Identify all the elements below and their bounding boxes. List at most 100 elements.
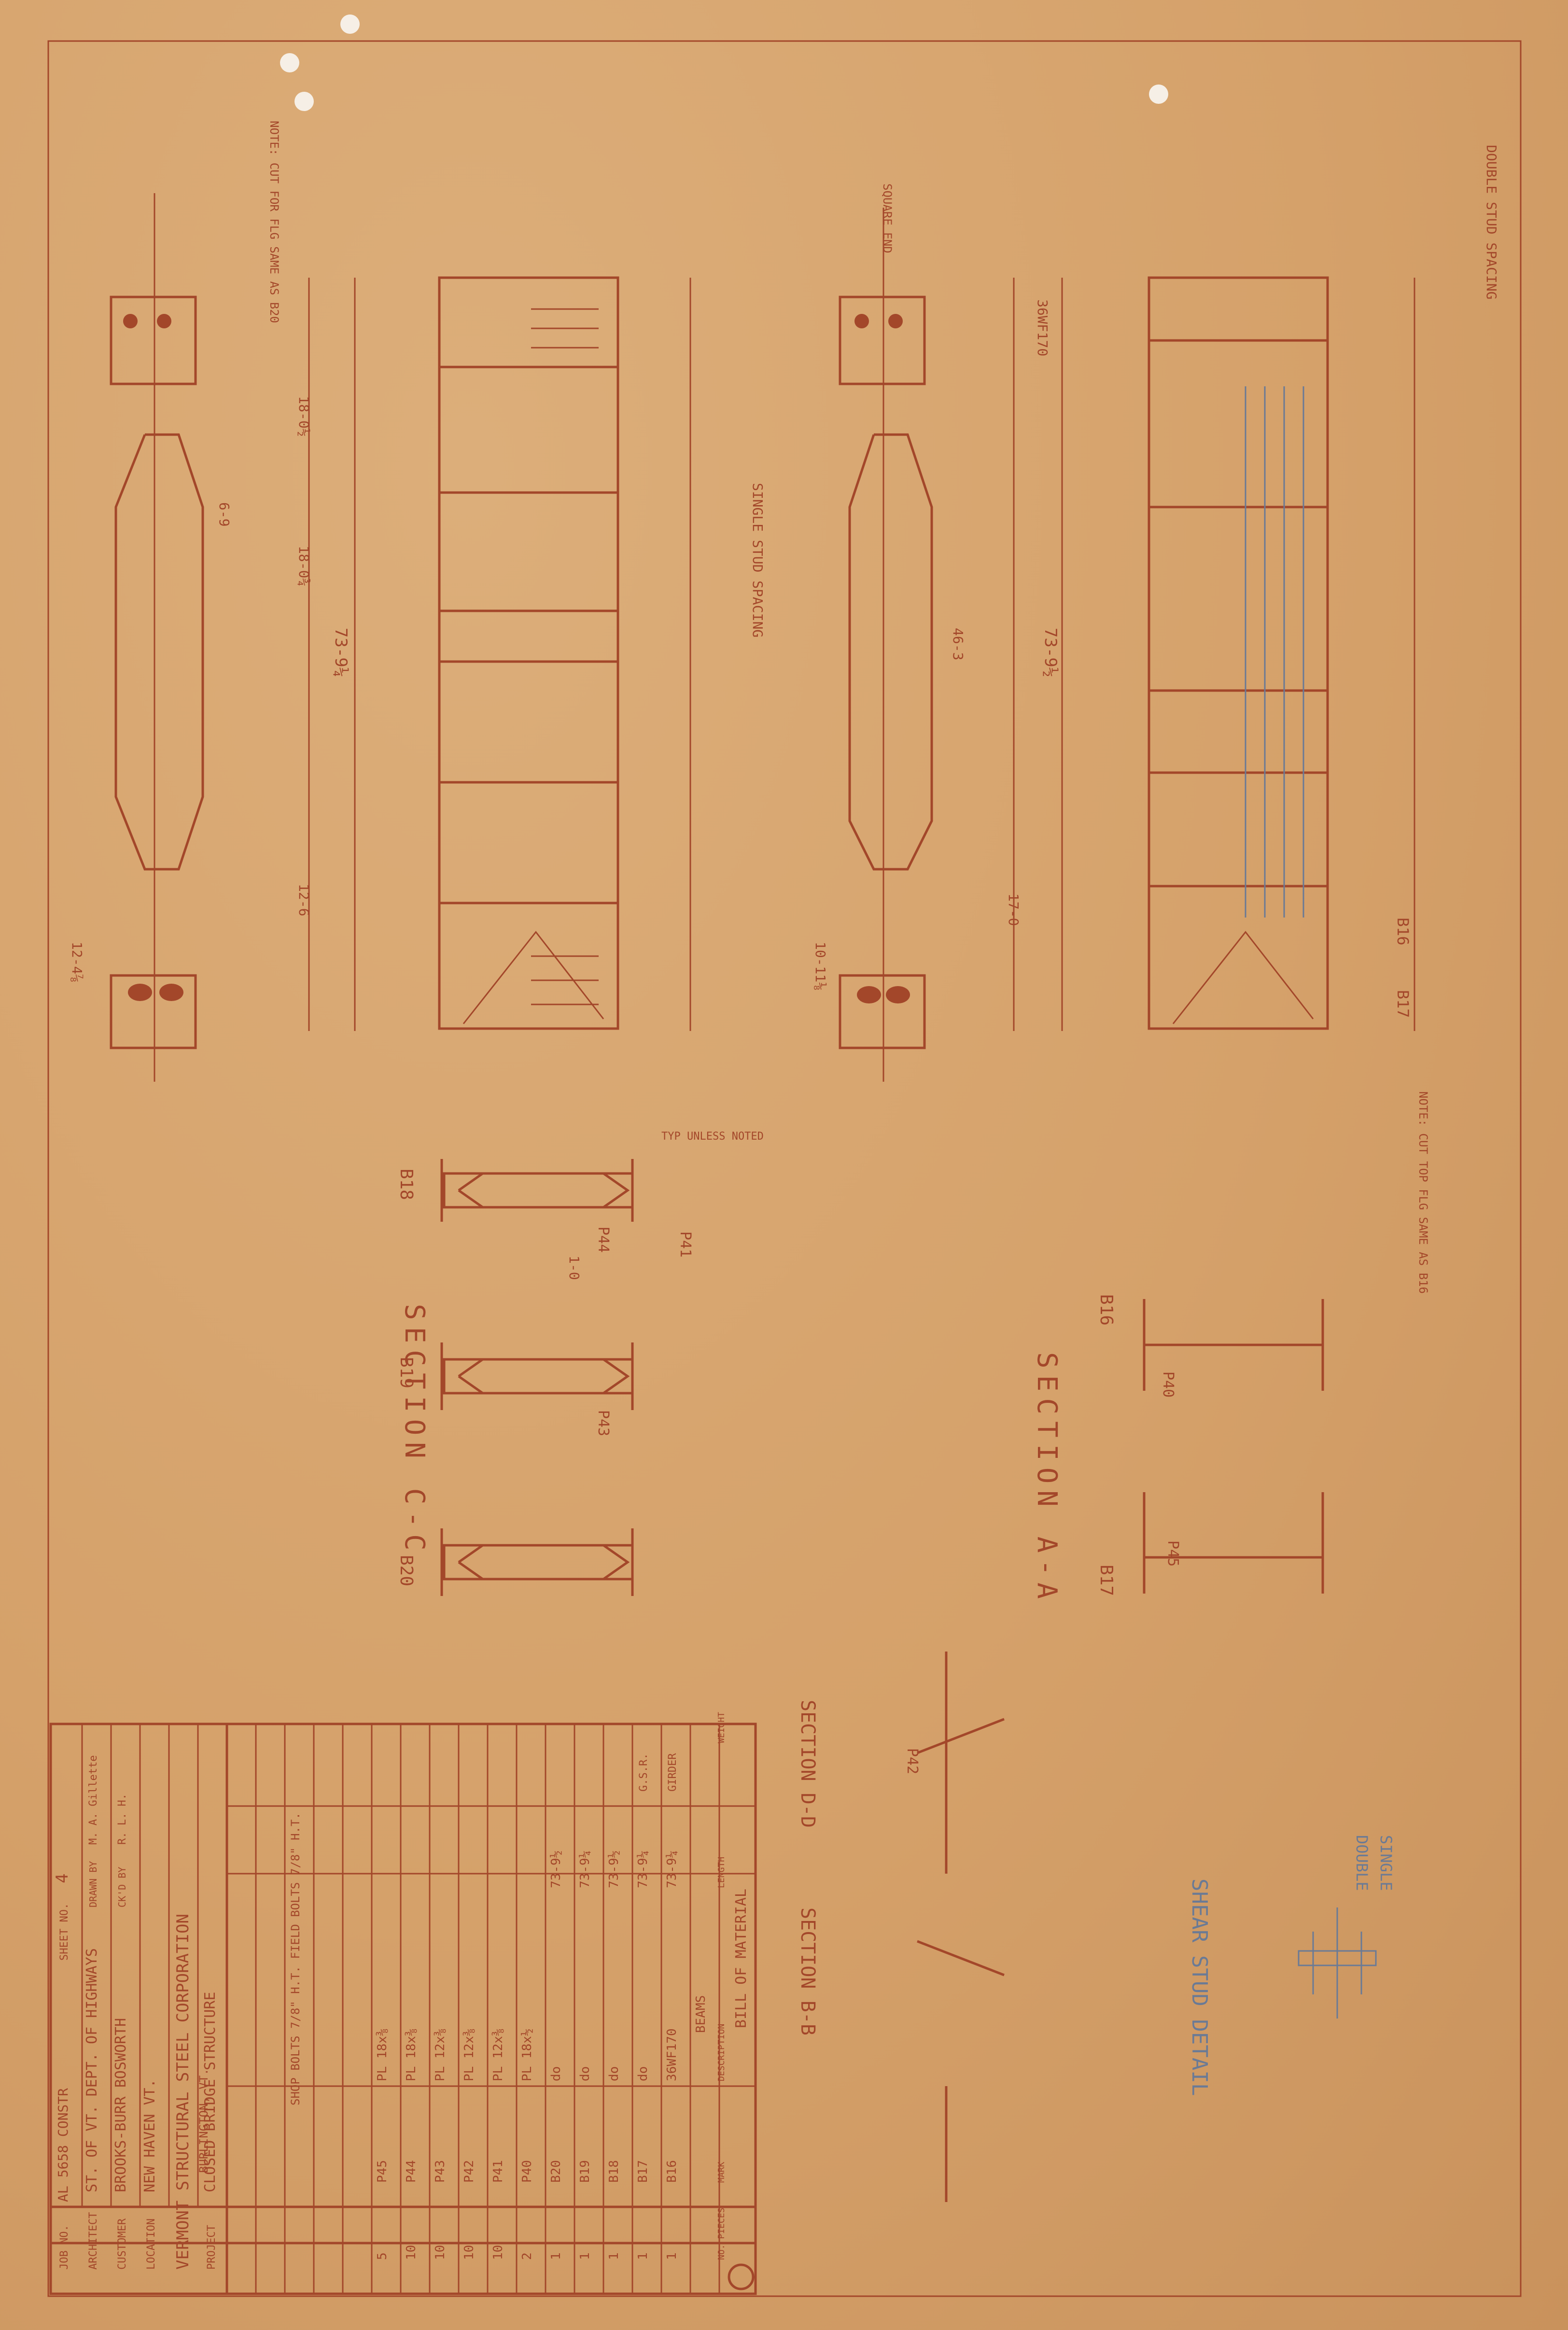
sheet-border: [47, 40, 1522, 2297]
location-value: NEW HAVEN VT.: [141, 2079, 158, 2192]
bom-row-length: 73-9¼: [636, 1850, 650, 1888]
bom-row-mark: P40: [520, 2160, 534, 2183]
architect-value: ST. OF VT. DEPT. OF HIGHWAYS: [84, 1948, 100, 2192]
bom-row-mark: B18: [607, 2160, 621, 2183]
bom-row-pieces: 10: [433, 2245, 448, 2260]
bom-row-description: do: [607, 2066, 621, 2081]
checked-value: R. L. H.: [116, 1793, 128, 1845]
mark-b19: B19: [396, 1357, 416, 1388]
punch-hole: [340, 14, 360, 34]
bom-row-pieces: 10: [491, 2245, 505, 2260]
bom-header-pieces: NO. PIECES: [716, 2208, 727, 2260]
bom-row-note: GIRDER: [667, 1753, 679, 1792]
customer-value: BROOKS-BURR BOSWORTH: [112, 2018, 129, 2192]
bom-row-description: do: [549, 2066, 563, 2081]
location-label: LOCATION: [145, 2218, 157, 2270]
double-label: DOUBLE: [1353, 1835, 1371, 1891]
bom-row-length: 73-9½: [549, 1850, 563, 1888]
bom-row-description: do: [636, 2066, 650, 2081]
left-girder-elevation: [308, 276, 691, 1031]
note-double-stud: DOUBLE STUD SPACING: [1484, 145, 1499, 299]
dim-d9: 46-3: [950, 628, 966, 660]
bom-row-pieces: 1: [578, 2252, 592, 2260]
bom-header-length: LENGTH: [716, 1857, 727, 1888]
mark-p41: P41: [677, 1231, 694, 1257]
dim-d10: 36WF170: [1035, 299, 1050, 356]
right-girder-elevation: [1013, 276, 1415, 1031]
mark-b16: B16: [1096, 1294, 1116, 1326]
bom-row-description: PL 12x⅜: [491, 2028, 505, 2081]
shear-stud-detail: [1298, 1907, 1377, 2019]
bom-row-pieces: 2: [520, 2252, 534, 2260]
bom-row-length: 73-9½: [607, 1850, 621, 1888]
dim-d5: 10-11⅛: [812, 942, 828, 990]
bom-row-description: PL 12x⅜: [433, 2028, 448, 2081]
bom-row-pieces: 1: [549, 2252, 563, 2260]
bom-row-mark: B17: [636, 2160, 650, 2183]
note-square-end: SQUARE END: [881, 184, 894, 254]
bom-row-description: PL 18x⅜: [404, 2028, 419, 2081]
section-dd-bb-details: [917, 1652, 1005, 2202]
checked-label: CK'D BY: [116, 1867, 128, 1907]
title-block: [49, 1723, 757, 2295]
sheet-label: SHEET NO.: [58, 1903, 70, 1961]
bom-row-mark: P43: [433, 2160, 448, 2183]
bom-header-mark: MARK: [716, 2161, 727, 2183]
company-name: VERMONT STRUCTURAL STEEL CORPORATION: [173, 1914, 193, 2270]
mark-p43: P43: [595, 1410, 612, 1436]
bom-row-description: PL 18x½: [520, 2028, 534, 2081]
note-cut-top-flange: NOTE: CUT TOP FLG SAME AS B16: [1416, 1091, 1430, 1294]
dim-overall-right: 73-9½: [1041, 628, 1060, 677]
dim-d8: 1-0: [566, 1256, 582, 1280]
mark-p45: P45: [1164, 1540, 1181, 1567]
bom-row-pieces: 10: [404, 2245, 419, 2260]
bom-row-length: 73-9¼: [578, 1850, 592, 1888]
bom-row-mark: P44: [404, 2160, 419, 2183]
dim-d4: 12-6: [296, 884, 312, 916]
dim-d3: 17-0: [1006, 893, 1022, 926]
middle-flange-plan: [839, 208, 933, 1082]
sheet-value: 4: [53, 1874, 72, 1883]
bom-row-description: BEAMS: [694, 1995, 708, 2033]
mark-b20: B20: [396, 1555, 416, 1586]
dim-d6: 12-4⅞: [69, 942, 85, 982]
dim-overall-left: 73-9¼: [331, 628, 350, 677]
customer-label: CUSTOMER: [116, 2218, 128, 2270]
left-flange-plan: [110, 193, 204, 1082]
bom-row-description: do: [578, 2066, 592, 2081]
note-single-stud: SINGLE STUD SPACING: [750, 483, 766, 637]
section-cc-details: [440, 1159, 634, 1596]
bom-header-description: DESCRIPTION: [716, 2024, 727, 2081]
punch-hole: [294, 92, 314, 111]
job-label: JOB NO.: [58, 2225, 70, 2270]
bom-notes: SHOP BOLTS 7/8" H.T. FIELD BOLTS 7/8" H.…: [289, 1812, 302, 2105]
note-typ: TYP UNLESS NOTED: [661, 1130, 764, 1143]
note-cut-flange: NOTE: CUT FOR FLG SAME AS B20: [267, 121, 281, 323]
section-dd-title: SECTION D-D: [797, 1700, 819, 1828]
section-cc-title: SECTION C-C: [399, 1304, 430, 1557]
drawn-label: DRAWN BY: [87, 1861, 99, 1907]
drawn-value: M. A. Gillette: [87, 1755, 99, 1845]
bom-row-mark: P41: [491, 2160, 505, 2183]
bom-header-weight: WEIGHT: [716, 1712, 727, 1743]
dim-d1: 18-0½: [296, 396, 312, 437]
bom-row-pieces: 10: [462, 2245, 476, 2260]
bom-row-description: 36WF170: [665, 2028, 679, 2081]
project-value: CLOSED BRIDGE STRUCTURE: [202, 1992, 219, 2192]
bom-row-description: PL 12x⅜: [462, 2028, 476, 2081]
mark-b17-elev: B17: [1394, 990, 1412, 1018]
single-label: SINGLE: [1377, 1835, 1395, 1891]
section-bb-title: SECTION B-B: [797, 1907, 819, 2035]
company-city: BURLINGTON, VT.: [197, 2068, 210, 2173]
bom-row-pieces: 1: [636, 2252, 650, 2260]
mark-p44: P44: [595, 1227, 612, 1253]
architect-label: ARCHITECT: [87, 2212, 99, 2270]
mark-p42: P42: [904, 1748, 921, 1774]
mark-b17: B17: [1096, 1565, 1116, 1596]
bom-row-pieces: 1: [607, 2252, 621, 2260]
bom-row-length: 73-9¼: [665, 1850, 679, 1888]
section-aa-details: [1143, 1299, 1324, 1594]
section-aa-title: SECTION A-A: [1031, 1352, 1063, 1606]
